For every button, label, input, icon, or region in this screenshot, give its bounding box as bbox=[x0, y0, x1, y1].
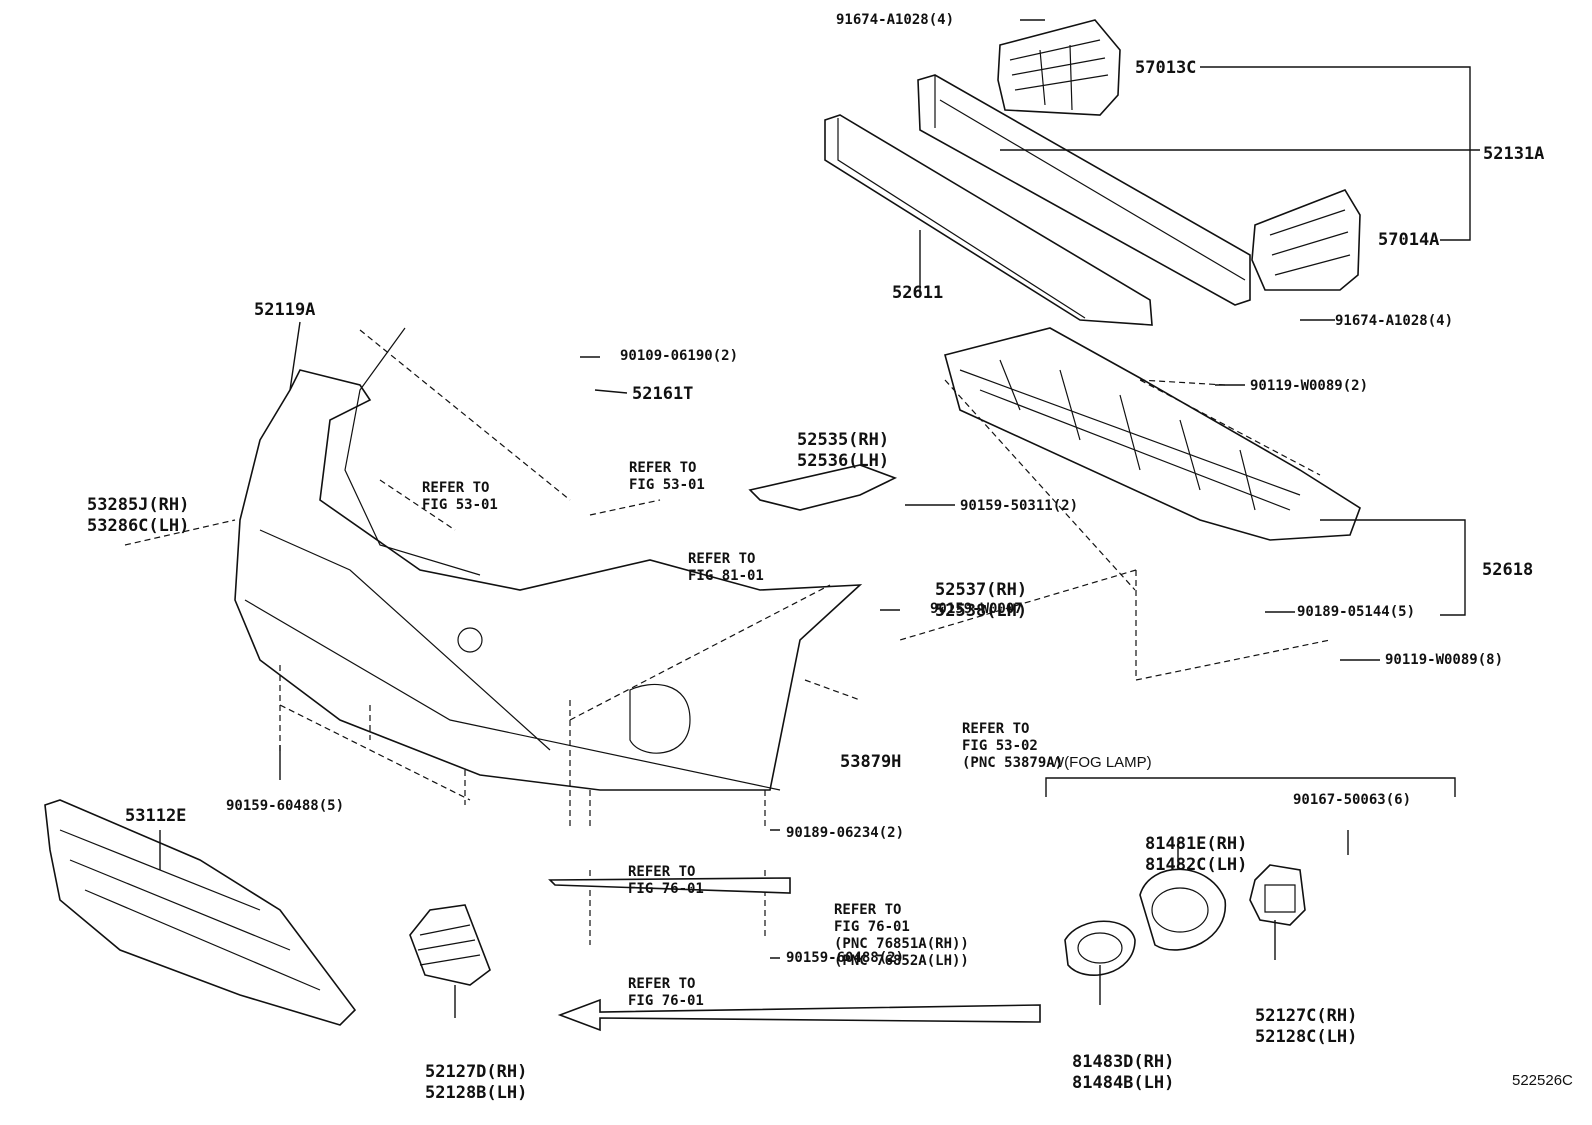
label-52537-52538: 52537(RH)52538(LH) bbox=[935, 580, 1028, 621]
label-91674-bottom: 91674-A1028(4) bbox=[1335, 313, 1454, 329]
label-52131a: 52131A bbox=[1483, 144, 1545, 164]
label-90189-06234: 90189-06234(2) bbox=[786, 825, 905, 841]
label-52161t: 52161T bbox=[632, 384, 694, 404]
absorber-52611 bbox=[824, 114, 1153, 326]
label-81481-81482: 81481E(RH)81482C(LH) bbox=[1145, 834, 1248, 875]
grille-53112e bbox=[44, 799, 357, 1026]
label-91674-top: 91674-A1028(4) bbox=[836, 12, 955, 28]
label-57013c: 57013C bbox=[1135, 58, 1197, 78]
label-52618: 52618 bbox=[1482, 560, 1534, 580]
figure-id: 522526C bbox=[1512, 1072, 1573, 1089]
label-52611: 52611 bbox=[892, 283, 944, 303]
label-90167: 90167-50063(6) bbox=[1293, 792, 1412, 808]
fog-lamp-caption: W(FOG LAMP) bbox=[1050, 754, 1152, 771]
label-90119-bottom: 90119-W0089(8) bbox=[1385, 652, 1504, 668]
parts-diagram: 57013C 52131A 57014A 52611 52618 52119A … bbox=[44, 12, 1573, 1103]
reinforcement-52131a bbox=[917, 74, 1251, 306]
fog-lamp-bracket-line bbox=[1045, 777, 1456, 797]
moulding-strip bbox=[548, 877, 791, 894]
label-90109: 90109-06190(2) bbox=[620, 348, 739, 364]
label-53112e: 53112E bbox=[125, 806, 187, 826]
label-90119-top: 90119-W0089(2) bbox=[1250, 378, 1369, 394]
label-90159-50311: 90159-50311(2) bbox=[960, 498, 1079, 514]
direction-arrow bbox=[557, 998, 1041, 1032]
fog-ring-81483d bbox=[1064, 920, 1136, 976]
leader-lines bbox=[159, 19, 1480, 1018]
label-53285-53286: 53285J(RH)53286C(LH) bbox=[87, 495, 190, 536]
label-90189-05144: 90189-05144(5) bbox=[1297, 604, 1416, 620]
label-52119a: 52119A bbox=[254, 300, 316, 320]
undercover-52618 bbox=[944, 327, 1361, 591]
diagram-artwork bbox=[44, 19, 1480, 1032]
bracket-57013c bbox=[997, 19, 1121, 116]
label-81483-81484: 81483D(RH)81484B(LH) bbox=[1072, 1052, 1175, 1093]
label-90159-w0007: 90159-W0007 bbox=[930, 601, 1023, 617]
bracket-52127c bbox=[1249, 864, 1306, 926]
label-52535-52536: 52535(RH)52536(LH) bbox=[797, 430, 890, 471]
bracket-57014a bbox=[1251, 189, 1361, 291]
cover-52127d bbox=[409, 904, 491, 986]
label-90159-60488-right: 90159-60488(2) bbox=[786, 950, 905, 966]
bracket-52535 bbox=[748, 464, 898, 511]
label-57014a: 57014A bbox=[1378, 230, 1440, 250]
label-52127c-52128c: 52127C(RH)52128C(LH) bbox=[1255, 1006, 1358, 1047]
bumper-cover-52119a bbox=[124, 327, 1331, 945]
fog-bezel-81481e bbox=[1139, 868, 1226, 951]
label-52127d-52128b: 52127D(RH)52128B(LH) bbox=[425, 1062, 528, 1103]
label-90159-60488-left: 90159-60488(5) bbox=[226, 798, 345, 814]
label-53879h: 53879H bbox=[840, 752, 902, 772]
